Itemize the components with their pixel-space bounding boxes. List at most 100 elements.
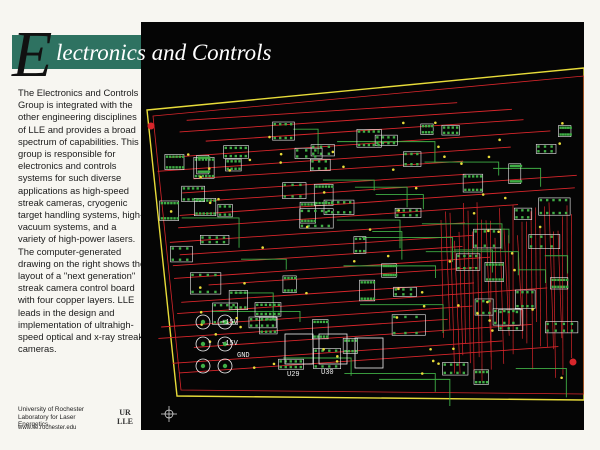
pad bbox=[503, 309, 506, 313]
via bbox=[214, 333, 218, 336]
component-outline bbox=[420, 123, 434, 135]
pad bbox=[319, 152, 323, 155]
pad bbox=[476, 299, 479, 303]
pad bbox=[343, 211, 346, 214]
pad bbox=[204, 158, 208, 161]
label-plus-15v: +15V bbox=[221, 319, 238, 327]
pad bbox=[515, 164, 519, 168]
component-outline bbox=[194, 198, 217, 217]
pad bbox=[489, 263, 492, 266]
pad bbox=[208, 236, 211, 239]
pad bbox=[295, 149, 299, 152]
trace-red bbox=[454, 240, 461, 374]
via bbox=[443, 155, 446, 159]
pad bbox=[327, 145, 331, 149]
via bbox=[460, 162, 463, 165]
pad bbox=[424, 131, 428, 134]
via bbox=[252, 366, 256, 369]
component-outline bbox=[159, 200, 179, 221]
pad bbox=[299, 183, 302, 187]
via bbox=[239, 325, 242, 329]
trace-red bbox=[209, 174, 577, 202]
pad bbox=[521, 209, 524, 212]
pad bbox=[421, 124, 425, 128]
pad bbox=[283, 183, 286, 187]
trace-green bbox=[211, 310, 301, 322]
component-outline bbox=[313, 348, 342, 369]
pad bbox=[463, 254, 466, 258]
pad bbox=[222, 236, 226, 239]
via bbox=[322, 191, 326, 194]
pad bbox=[447, 126, 450, 129]
pad bbox=[515, 310, 519, 314]
trace-red bbox=[179, 234, 474, 256]
via bbox=[431, 359, 435, 363]
pad bbox=[543, 145, 547, 148]
trace-green bbox=[515, 368, 567, 398]
pad bbox=[199, 156, 203, 159]
pad bbox=[492, 263, 495, 266]
pad bbox=[232, 321, 235, 324]
via bbox=[437, 362, 440, 365]
body-paragraph: The Electronics and Controls Group is in… bbox=[18, 87, 146, 355]
pad bbox=[316, 335, 319, 338]
pad bbox=[344, 349, 347, 353]
pad bbox=[195, 212, 198, 215]
pad bbox=[218, 205, 222, 208]
pad bbox=[321, 349, 324, 352]
component-outline bbox=[310, 144, 335, 157]
pad bbox=[279, 365, 282, 369]
pad bbox=[169, 166, 172, 169]
pad bbox=[314, 209, 317, 213]
component-outline bbox=[393, 286, 417, 297]
pad bbox=[187, 187, 190, 190]
pad bbox=[211, 174, 215, 178]
trace-red bbox=[174, 256, 491, 279]
component-outline bbox=[181, 185, 205, 202]
pad bbox=[554, 285, 557, 289]
pad bbox=[182, 187, 186, 190]
via bbox=[248, 158, 252, 162]
pad bbox=[431, 131, 434, 134]
pad bbox=[307, 209, 310, 213]
pad bbox=[211, 158, 215, 161]
via bbox=[414, 186, 418, 190]
pad bbox=[208, 240, 211, 244]
pad bbox=[313, 219, 316, 223]
label-u29: U29 bbox=[287, 371, 300, 379]
pad bbox=[178, 166, 182, 169]
pad bbox=[279, 123, 282, 126]
pad bbox=[284, 360, 287, 363]
logo-line-1: UR bbox=[119, 408, 131, 417]
trace-red bbox=[193, 323, 532, 348]
pad bbox=[209, 212, 213, 215]
pad bbox=[474, 266, 478, 270]
connector-outline bbox=[318, 333, 348, 365]
pad bbox=[283, 195, 286, 198]
pad bbox=[410, 152, 413, 156]
trace-red bbox=[182, 173, 466, 194]
trace-red bbox=[517, 235, 523, 331]
pad bbox=[230, 160, 233, 163]
pad bbox=[290, 276, 294, 280]
pad bbox=[273, 312, 276, 316]
pad bbox=[313, 335, 316, 338]
capacitor-pad bbox=[222, 341, 228, 347]
pad bbox=[529, 245, 533, 248]
pad bbox=[366, 281, 370, 284]
pad bbox=[291, 195, 294, 198]
component-outline bbox=[403, 151, 422, 167]
component-outline bbox=[374, 134, 398, 146]
pad bbox=[318, 185, 321, 188]
via bbox=[386, 254, 390, 258]
pad bbox=[415, 209, 418, 212]
pad bbox=[311, 160, 314, 163]
pad bbox=[289, 123, 293, 126]
pad bbox=[501, 263, 504, 266]
pad bbox=[351, 339, 354, 342]
pad bbox=[561, 126, 565, 129]
pad bbox=[228, 213, 231, 216]
pad bbox=[369, 297, 373, 300]
via bbox=[279, 152, 283, 156]
pad bbox=[178, 155, 182, 158]
